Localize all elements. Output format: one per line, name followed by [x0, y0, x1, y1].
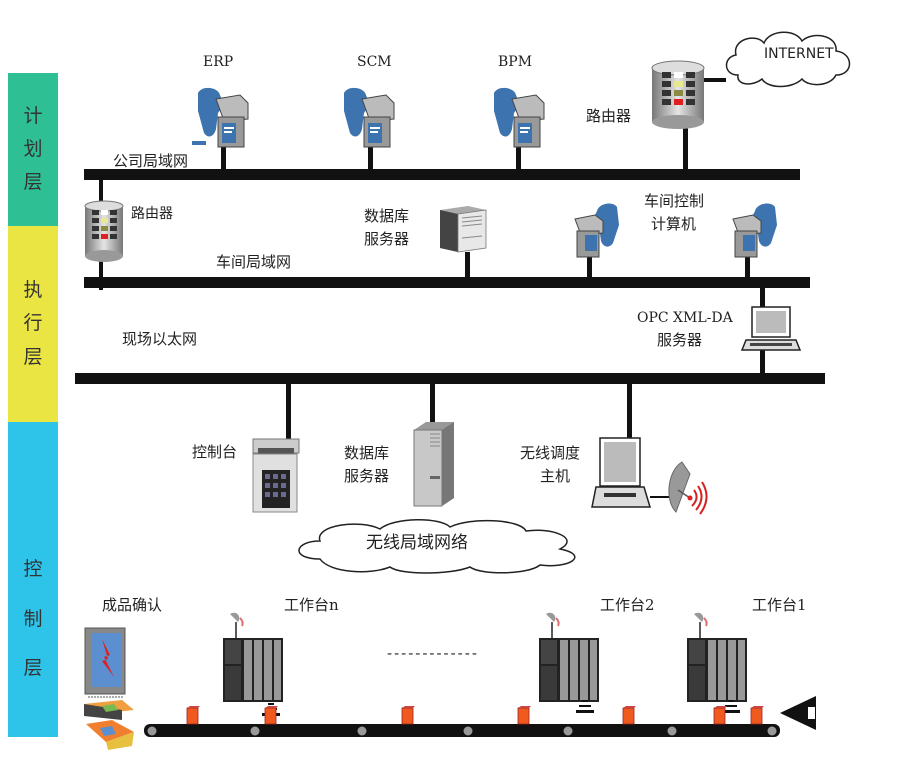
connector-wireless-host: [627, 384, 632, 439]
user-computer-icon: [494, 87, 545, 148]
product-icon: [264, 706, 278, 725]
connector-workshop-pc2: [745, 252, 750, 278]
product-icon: [186, 706, 200, 725]
layer-char: 计: [23, 104, 43, 127]
connector-erp: [221, 130, 226, 170]
plc-station-icon: [539, 612, 599, 702]
connector-db-field: [430, 384, 435, 424]
wireless-host-label-1: 无线调度: [520, 444, 581, 462]
station-n-label: 工作台n: [284, 596, 339, 614]
product-box-icon: [84, 700, 134, 750]
bpm-label: BPM: [498, 54, 533, 70]
user-computer-icon: [192, 87, 249, 148]
router-top-label: 路由器: [586, 107, 632, 125]
product-icon: [622, 706, 636, 725]
workshop-pc-label-1: 车间控制: [644, 192, 705, 210]
connector-scm: [368, 130, 373, 170]
opc-server-label-2: 服务器: [657, 331, 703, 349]
workshop-lan-bus: [84, 277, 810, 288]
conveyor-rollers: [147, 726, 777, 736]
workshop-lan-label: 车间局域网: [216, 253, 292, 271]
opc-server-label-1: OPC XML-DA: [637, 310, 733, 326]
signal-stack-icon: [576, 700, 594, 713]
field-ethernet-label: 现场以太网: [122, 330, 198, 348]
layer-char: 制: [23, 607, 43, 630]
station-1-label: 工作台1: [752, 596, 807, 614]
layer-char: 层: [23, 171, 43, 194]
workshop-pc-label-2: 计算机: [651, 215, 697, 233]
console-icon: [252, 438, 300, 513]
connector-workshop-pc1: [587, 252, 592, 278]
db-server-exec-label-1: 数据库: [364, 207, 410, 225]
wireless-lan-cloud-icon: [298, 519, 576, 574]
connector-bpm: [516, 130, 521, 170]
wireless-lan-label: 无线局域网络: [366, 533, 468, 553]
layer-char: 划: [23, 137, 43, 160]
ellipsis-label: -------------: [387, 644, 479, 662]
connector-router-top: [683, 120, 688, 170]
product-icon: [713, 706, 727, 725]
satellite-dish-icon: [668, 461, 708, 515]
user-computer-icon: [344, 87, 395, 148]
company-lan-label: 公司局域网: [113, 152, 189, 170]
connector-db-exec: [465, 252, 470, 278]
product-confirm-label: 成品确认: [102, 596, 163, 614]
user-computer-icon: [732, 203, 777, 258]
db-server-field-label-2: 服务器: [344, 467, 390, 485]
laptop-icon: [591, 437, 652, 508]
layer-plan: 计 划 层: [8, 73, 58, 226]
scm-label: SCM: [357, 54, 392, 70]
layer-char: 执: [23, 279, 43, 302]
erp-label: ERP: [203, 54, 234, 70]
console-label: 控制台: [192, 443, 238, 461]
product-icon: [517, 706, 531, 725]
field-ethernet-bus: [75, 373, 825, 384]
layer-char: 层: [23, 345, 43, 368]
wireless-host-label-2: 主机: [540, 467, 571, 485]
product-icon: [401, 706, 415, 725]
connector-opc-top: [760, 288, 765, 308]
internet-label: INTERNET: [764, 46, 834, 62]
db-server-field-label-1: 数据库: [344, 444, 390, 462]
router-left-label: 路由器: [131, 206, 173, 222]
router-icon: [651, 60, 705, 129]
layer-char: 控: [23, 558, 43, 581]
user-computer-icon: [574, 203, 619, 258]
plc-station-icon: [223, 612, 283, 702]
antenna-link: [650, 496, 670, 498]
product-icon: [750, 706, 764, 725]
tower-server-icon: [413, 422, 454, 507]
internet-link: [704, 78, 726, 82]
layer-char: 层: [23, 657, 43, 680]
laptop-icon: [740, 306, 802, 351]
layer-char: 行: [23, 312, 43, 335]
internet-cloud-icon: [725, 31, 851, 88]
connector-console: [286, 384, 291, 439]
company-lan-bus: [84, 169, 800, 180]
layer-exec: 执 行 层: [8, 226, 58, 422]
router-icon: [84, 200, 124, 262]
plc-station-icon: [687, 612, 747, 702]
signal-stack-icon: [722, 700, 740, 713]
station-2-label: 工作台2: [600, 596, 655, 614]
server-icon: [440, 206, 487, 253]
connector-opc-bottom: [760, 350, 765, 374]
conveyor-belt: [144, 724, 780, 737]
layer-control: 控 制 层: [8, 422, 58, 737]
terminal-icon: [84, 627, 126, 698]
db-server-exec-label-2: 服务器: [364, 230, 410, 248]
direction-arrow-icon: [780, 696, 816, 730]
